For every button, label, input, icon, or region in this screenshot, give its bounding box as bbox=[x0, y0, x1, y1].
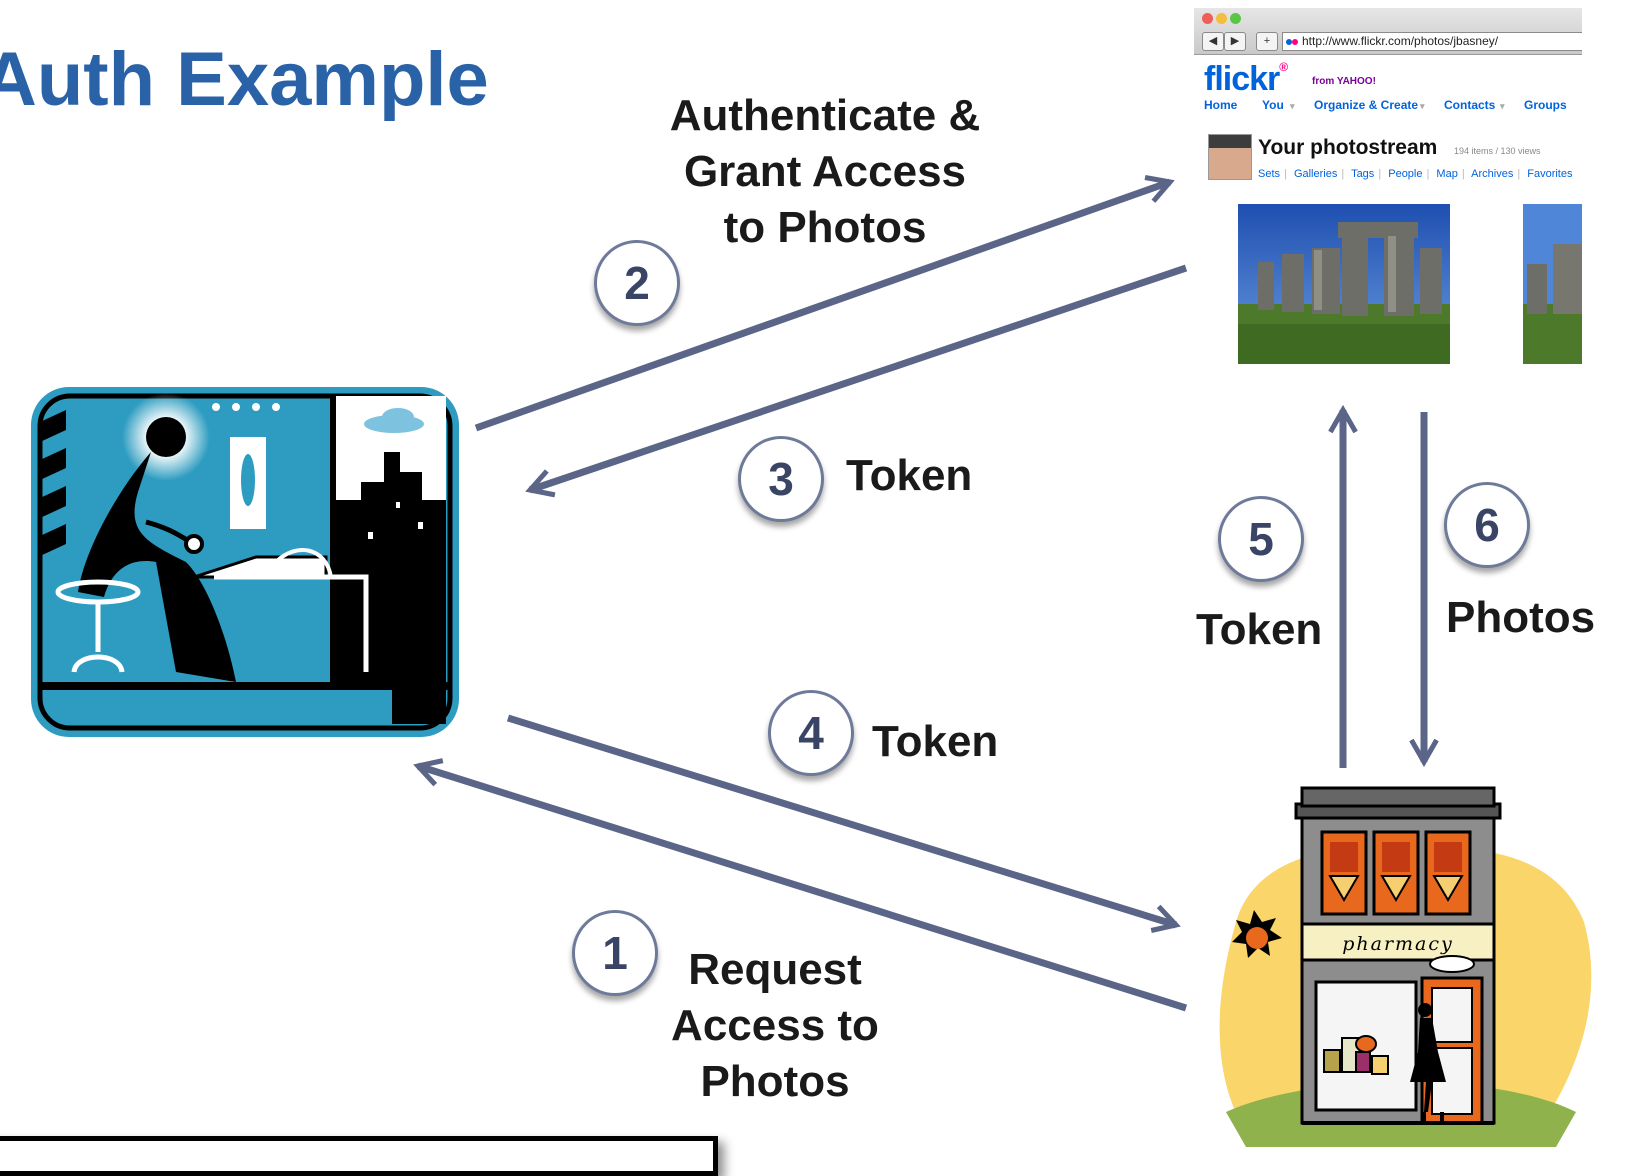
photostream-title: Your photostream bbox=[1258, 136, 1438, 159]
link-map[interactable]: Map bbox=[1436, 168, 1458, 180]
flickr-logo[interactable]: flickr® bbox=[1204, 60, 1288, 98]
bottom-box bbox=[0, 1136, 718, 1176]
link-people[interactable]: People bbox=[1388, 168, 1423, 180]
arrow-step-3 bbox=[525, 264, 1188, 498]
step-2-label: Authenticate & Grant Access to Photos bbox=[669, 91, 981, 252]
nav-contacts-chevron-down-icon[interactable]: ▾ bbox=[1500, 101, 1505, 111]
pharmacy-sign: pharmacy bbox=[1342, 933, 1454, 955]
step-3-label: Token bbox=[846, 451, 973, 500]
link-tags[interactable]: Tags bbox=[1351, 168, 1375, 180]
step-5-badge: 5 bbox=[1218, 496, 1304, 582]
back-arrow-icon[interactable]: ◀ bbox=[1202, 32, 1224, 51]
nav-groups-link[interactable]: Groups bbox=[1524, 98, 1567, 112]
slide-title: Auth Example bbox=[0, 37, 489, 122]
forward-arrow-icon[interactable]: ▶ bbox=[1224, 32, 1246, 51]
minimize-window-icon[interactable] bbox=[1216, 13, 1227, 24]
photostream-links: Sets| Galleries| Tags| People| Map| Arch… bbox=[1258, 168, 1573, 180]
step-4-badge: 4 bbox=[768, 690, 854, 776]
link-sets[interactable]: Sets bbox=[1258, 168, 1281, 180]
zoom-window-icon[interactable] bbox=[1230, 13, 1241, 24]
nav-organize-create-link[interactable]: Organize & Create bbox=[1314, 98, 1419, 112]
link-galleries[interactable]: Galleries bbox=[1293, 168, 1338, 180]
step-2-badge: 2 bbox=[594, 240, 680, 326]
photostream-count: 194 items / 130 views bbox=[1454, 146, 1541, 156]
step-5-label: Token bbox=[1196, 605, 1323, 654]
nav-contacts-link[interactable]: Contacts bbox=[1444, 98, 1496, 112]
flickr-browser-window: ◀ ▶ + http://www.flickr.com/photos/jbasn… bbox=[1194, 8, 1582, 378]
flow-arrows bbox=[413, 175, 1439, 1012]
sun-icon bbox=[1232, 910, 1282, 958]
step-6-badge: 6 bbox=[1444, 482, 1530, 568]
nav-you-chevron-down-icon[interactable]: ▾ bbox=[1290, 101, 1295, 111]
browser-toolbar: ◀ ▶ + http://www.flickr.com/photos/jbasn… bbox=[1194, 8, 1582, 55]
arrow-step-2 bbox=[474, 175, 1175, 432]
favicon-blue-dot-icon bbox=[1286, 39, 1292, 45]
close-window-icon[interactable] bbox=[1202, 13, 1213, 24]
nav-home-link[interactable]: Home bbox=[1204, 98, 1238, 112]
step-6-label: Photos bbox=[1446, 593, 1596, 642]
nav-you-link[interactable]: You bbox=[1262, 98, 1284, 112]
link-favorites[interactable]: Favorites bbox=[1527, 168, 1573, 180]
address-bar-url: http://www.flickr.com/photos/jbasney/ bbox=[1302, 34, 1499, 48]
arrow-step-1 bbox=[413, 758, 1188, 1012]
arrow-step-4 bbox=[506, 714, 1181, 933]
stonehenge-photo-2[interactable] bbox=[1523, 204, 1582, 364]
favicon-pink-dot-icon bbox=[1292, 39, 1298, 45]
from-yahoo-label: from YAHOO! bbox=[1312, 76, 1376, 87]
link-archives[interactable]: Archives bbox=[1471, 168, 1514, 180]
add-bookmark-plus-icon[interactable]: + bbox=[1256, 32, 1278, 51]
step-1-badge: 1 bbox=[572, 910, 658, 996]
address-bar[interactable]: http://www.flickr.com/photos/jbasney/ bbox=[1282, 32, 1582, 51]
step-4-label: Token bbox=[872, 717, 999, 766]
stonehenge-photo[interactable] bbox=[1238, 204, 1450, 364]
avatar[interactable] bbox=[1208, 134, 1252, 180]
step-3-badge: 3 bbox=[738, 436, 824, 522]
user-computer-illustration bbox=[31, 387, 459, 737]
woman-silhouette bbox=[1410, 1003, 1446, 1122]
step-1-label: Request Access to Photos bbox=[671, 945, 879, 1106]
nav-organize-chevron-down-icon[interactable]: ▾ bbox=[1420, 101, 1425, 111]
pharmacy-illustration: pharmacy bbox=[1219, 786, 1592, 1147]
